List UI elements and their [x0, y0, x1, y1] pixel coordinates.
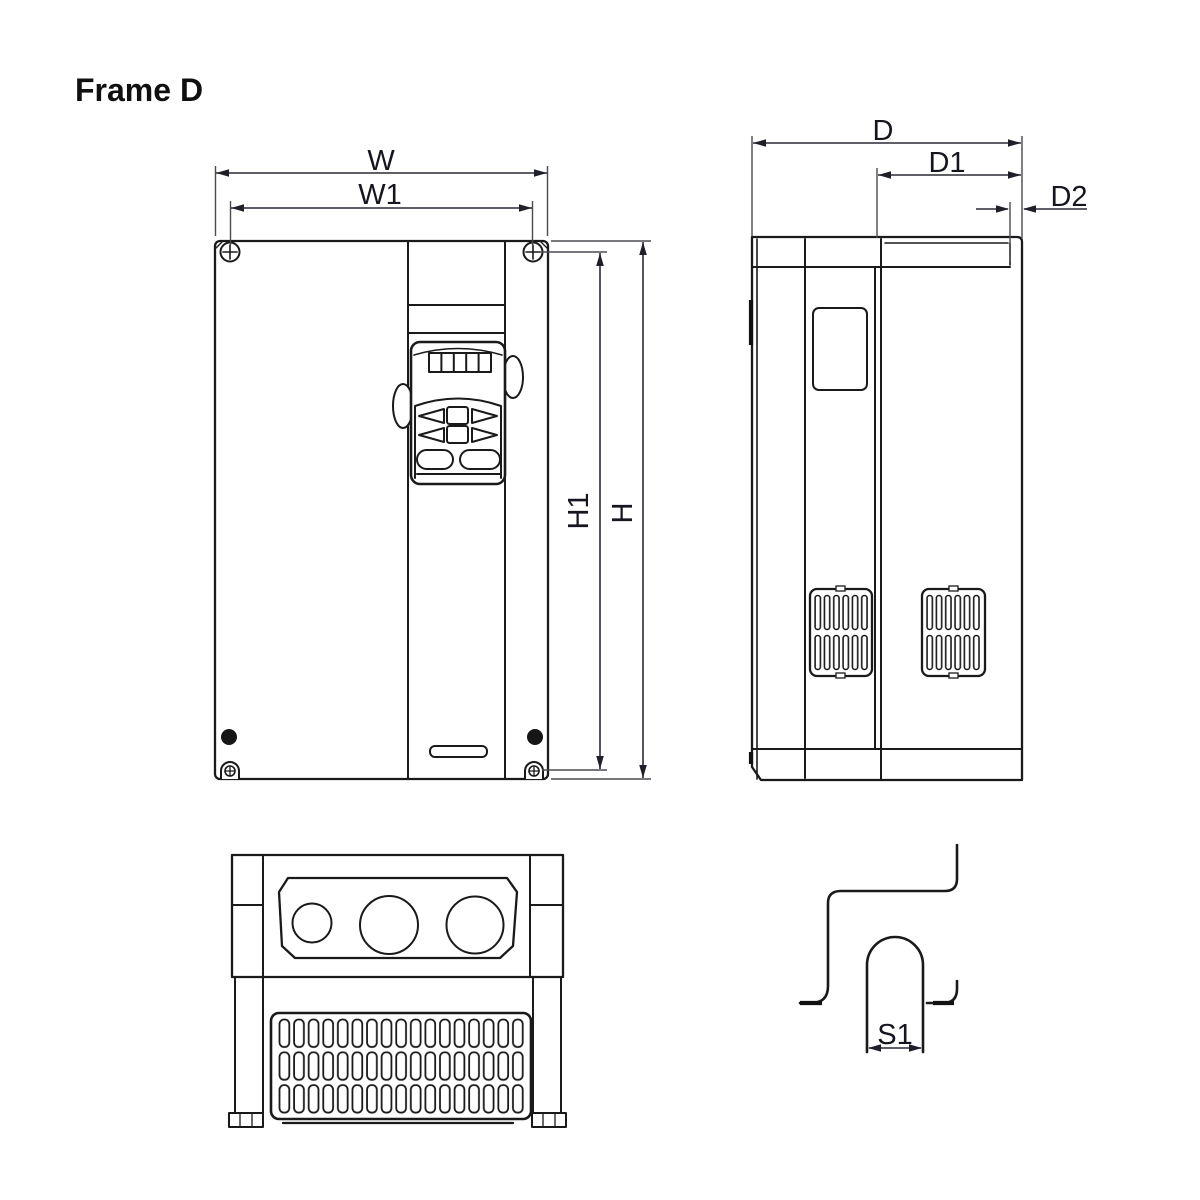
key-left-arrow[interactable] — [418, 427, 445, 443]
dim-label-d1: D1 — [928, 147, 965, 179]
mounting-bracket-detail: S1 — [798, 843, 959, 1054]
screw-bottom-right — [527, 729, 543, 745]
cable-gland-hole-small — [291, 902, 333, 944]
screw-top-left — [219, 241, 241, 263]
screw-top-right — [522, 241, 544, 263]
dimension-w: W — [214, 145, 549, 236]
keypad-top-arc — [413, 347, 503, 356]
page-title: Frame D — [75, 72, 203, 108]
side-label-plate — [812, 307, 868, 391]
bracket-profile-right — [925, 979, 959, 1005]
dim-label-d2: D2 — [1050, 181, 1087, 213]
bracket-profile — [798, 843, 959, 1005]
key-right-arrow[interactable] — [471, 408, 498, 424]
key-center[interactable] — [446, 425, 469, 444]
mounting-tab-bottom-right — [524, 761, 544, 780]
screw-bottom-left — [221, 729, 237, 745]
dim-label-w1: W1 — [358, 179, 402, 211]
keyhole-slot — [865, 935, 925, 1054]
key-left-arrow[interactable] — [418, 408, 445, 424]
dim-label-h1: H1 — [563, 492, 595, 529]
front-cover-strip — [407, 240, 506, 780]
dimension-s1: S1 — [868, 1019, 922, 1052]
key-pill-left[interactable] — [416, 449, 454, 470]
key-center[interactable] — [446, 406, 469, 425]
dim-label-h: H — [607, 503, 639, 524]
bottom-view — [228, 853, 567, 1128]
front-view — [213, 239, 550, 781]
bottom-foot-left — [228, 1112, 264, 1128]
dim-label-s1: S1 — [877, 1019, 912, 1051]
side-vent-right — [920, 585, 987, 679]
keypad-display — [428, 352, 492, 373]
keypad — [409, 340, 507, 486]
front-enclosure-outline — [213, 239, 550, 781]
cable-gland-hole-mid — [359, 895, 419, 955]
dimension-d1: D1 — [876, 147, 1021, 238]
side-view — [748, 235, 1024, 782]
side-outline — [750, 235, 1024, 782]
key-right-arrow[interactable] — [471, 427, 498, 443]
bottom-vent-grid — [269, 1011, 533, 1121]
key-pill-right[interactable] — [459, 449, 501, 470]
side-vent-left — [808, 585, 874, 679]
front-bottom-slot — [429, 745, 488, 758]
mounting-tab-bottom-left — [220, 761, 240, 780]
corner-chamfer — [214, 240, 224, 250]
corner-chamfer — [539, 240, 549, 250]
dimension-w1: W1 — [229, 179, 534, 245]
dim-label-w: W — [367, 145, 395, 177]
bottom-foot-right — [531, 1112, 567, 1128]
dimension-h1: H1 — [540, 251, 607, 771]
cable-gland-hole-large — [445, 895, 505, 955]
dim-label-d: D — [873, 115, 894, 147]
dimension-h: H — [551, 240, 651, 780]
dimension-d: D — [751, 115, 1023, 239]
dimension-d2: D2 — [976, 181, 1088, 262]
